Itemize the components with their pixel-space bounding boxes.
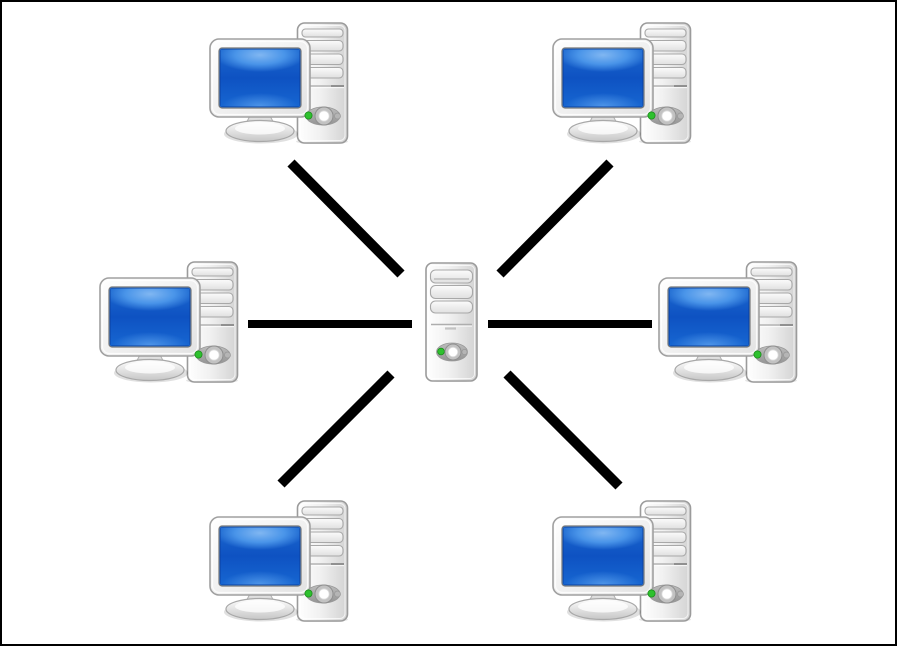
workstation-right-icon bbox=[659, 262, 797, 384]
link-bottom-right bbox=[503, 370, 623, 490]
links-layer bbox=[248, 159, 652, 490]
link-bottom-left bbox=[277, 370, 395, 488]
link-top-right bbox=[496, 159, 614, 278]
nodes-layer bbox=[100, 23, 797, 623]
workstation-top-right-icon bbox=[553, 23, 691, 145]
workstation-top-left-icon bbox=[210, 23, 348, 145]
workstation-bottom-right-icon bbox=[553, 501, 691, 623]
link-top-left bbox=[287, 159, 405, 278]
workstation-bottom-left-icon bbox=[210, 501, 348, 623]
workstation-left-icon bbox=[100, 262, 238, 384]
server-tower-icon bbox=[425, 262, 478, 382]
